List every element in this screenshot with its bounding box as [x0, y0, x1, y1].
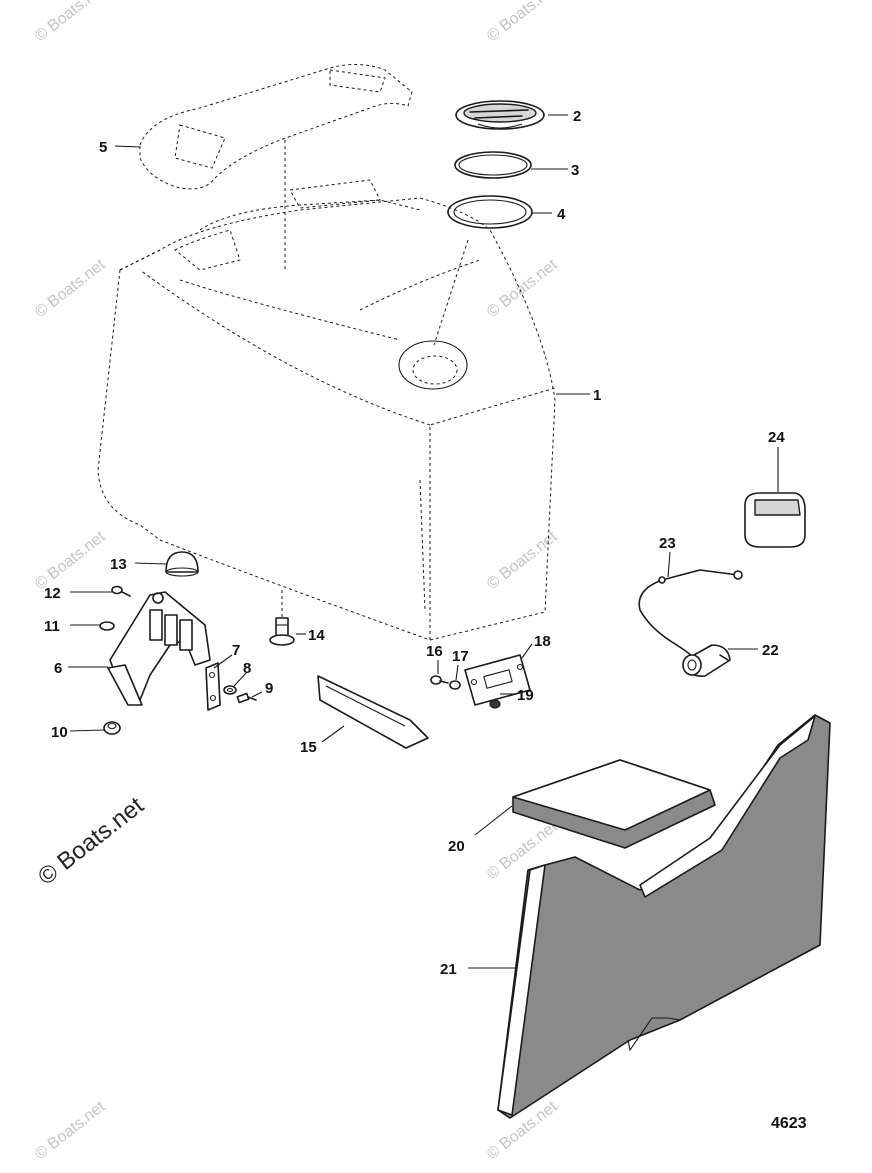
- part-screw: [236, 692, 257, 704]
- part-lanyard-switch: [682, 644, 731, 677]
- callout-12: 12: [44, 585, 61, 602]
- part-clip: [99, 621, 115, 631]
- watermark-6: © Boats.net: [484, 528, 561, 593]
- part-top-cover: [139, 64, 413, 270]
- part-foam-block: [512, 759, 716, 849]
- part-small-screw: [111, 585, 131, 597]
- part-seal-strip: [317, 675, 429, 749]
- callout-6: 6: [54, 660, 62, 677]
- callout-18: 18: [534, 633, 551, 650]
- watermark-large: © Boats.net: [33, 792, 149, 891]
- callout-14: 14: [308, 627, 325, 644]
- diagram-number: 4623: [771, 1115, 807, 1132]
- callout-17: 17: [452, 648, 469, 665]
- callout-19: 19: [517, 687, 534, 704]
- callout-21: 21: [440, 961, 457, 978]
- part-pad: [744, 492, 806, 548]
- callout-16: 16: [426, 643, 443, 660]
- part-bracket: [205, 662, 221, 711]
- watermark-5: © Boats.net: [32, 528, 109, 593]
- callout-4: 4: [557, 206, 566, 223]
- callout-11: 11: [44, 618, 60, 635]
- part-washer: [223, 685, 237, 695]
- part-latch-assembly: [107, 591, 211, 706]
- part-latch-plate: [464, 654, 531, 706]
- part-stud: [269, 590, 295, 646]
- part-top-cowl: [97, 179, 556, 641]
- part-plate-washer: [449, 680, 461, 690]
- callout-2: 2: [573, 108, 581, 125]
- part-plate-nut: [489, 699, 501, 709]
- part-plug: [165, 551, 199, 577]
- callout-22: 22: [762, 642, 779, 659]
- part-gasket: [447, 195, 533, 229]
- part-vent-cap: [455, 100, 545, 130]
- part-lanyard: [638, 569, 743, 657]
- callout-23: 23: [659, 535, 676, 552]
- callout-3: 3: [571, 162, 579, 179]
- watermark-2: © Boats.net: [484, 0, 561, 45]
- callout-10: 10: [51, 724, 68, 741]
- callout-5: 5: [99, 139, 107, 156]
- callout-1: 1: [593, 387, 601, 404]
- watermark-8: © Boats.net: [32, 1098, 109, 1163]
- callout-labels: 1 2 3 4 5 6 7 8 9 10 11 12 13 14 15 16 1…: [44, 108, 785, 978]
- vent-alignment-line: [433, 239, 469, 346]
- watermark-1: © Boats.net: [32, 0, 109, 45]
- callout-7: 7: [232, 642, 240, 659]
- callout-8: 8: [243, 660, 251, 677]
- leader-lines: [68, 114, 779, 969]
- part-ring-seal: [454, 151, 532, 179]
- callout-15: 15: [300, 739, 317, 756]
- part-plate-screw: [430, 675, 449, 685]
- watermark-4: © Boats.net: [484, 256, 561, 321]
- callout-9: 9: [265, 680, 273, 697]
- callout-20: 20: [448, 838, 465, 855]
- watermark-3: © Boats.net: [32, 256, 109, 321]
- callout-24: 24: [768, 429, 785, 446]
- part-nut: [103, 721, 121, 735]
- callout-13: 13: [110, 556, 127, 573]
- part-acoustic-panel: [497, 714, 831, 1119]
